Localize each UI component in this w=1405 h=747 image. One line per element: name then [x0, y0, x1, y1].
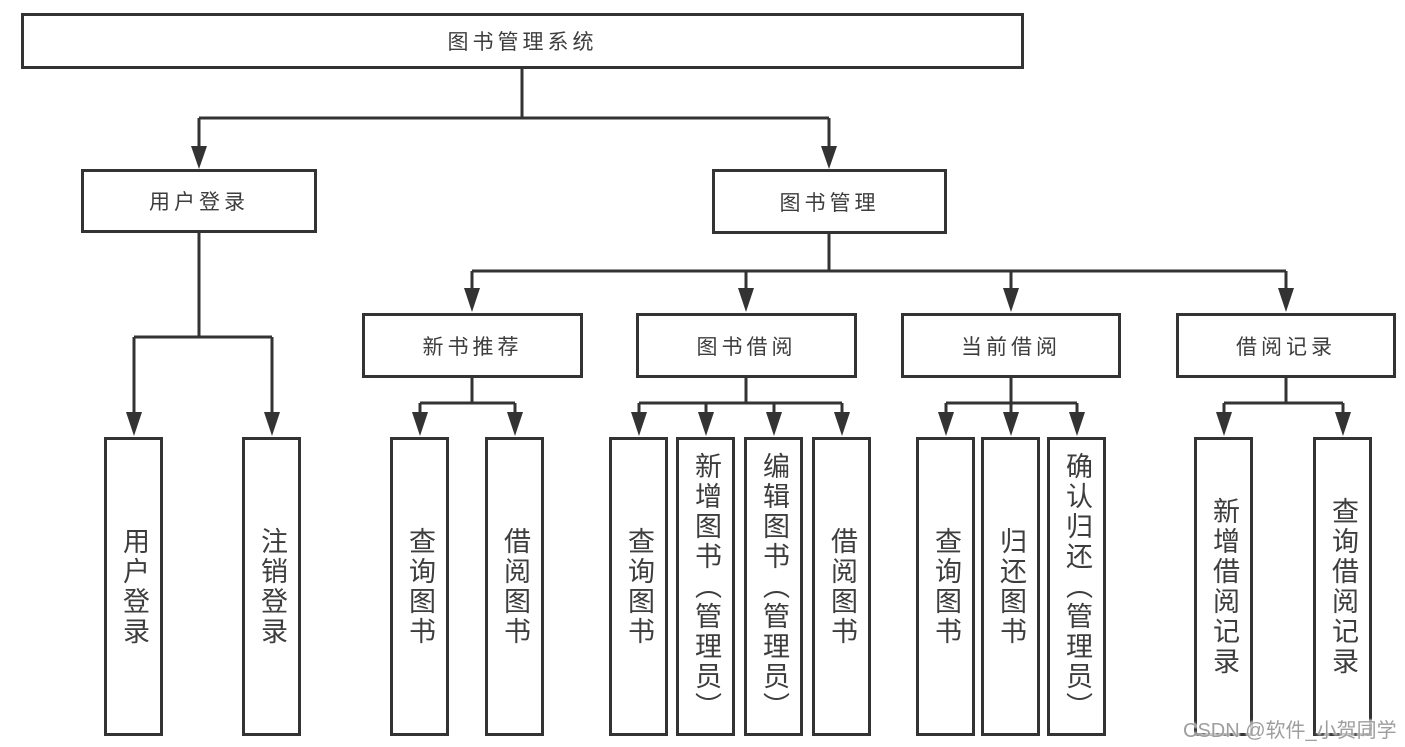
leaf-borrow-borrow-books: 借阅图书 [812, 437, 871, 736]
connector-current-borrow-branch [938, 378, 1085, 436]
node-book-borrow-label: 图书借阅 [696, 335, 797, 359]
csdn-watermark: CSDN @软件_小贺同学 [1183, 720, 1397, 742]
leaf-borrow-add-books-admin: 新增图书（管理员） [676, 437, 735, 736]
node-user-login-label: 用户登录 [149, 191, 249, 214]
leaf-record-add-record: 新增借阅记录 [1194, 437, 1253, 736]
node-book-mgmt-label: 图书管理 [779, 191, 880, 215]
leaf-logout: 注销登录 [242, 437, 301, 736]
node-root-system: 图书管理系统 [21, 13, 1024, 69]
leaf-record-query-record: 查询借阅记录 [1313, 437, 1372, 736]
leaf-rec-borrow-books: 借阅图书 [485, 437, 544, 736]
node-new-book-rec-label: 新书推荐 [422, 335, 523, 359]
leaf-borrow-edit-books-admin: 编辑图书（管理员） [744, 437, 803, 736]
node-borrow-record-label: 借阅记录 [1236, 335, 1336, 359]
node-book-borrow: 图书借阅 [636, 313, 857, 378]
connector-book-mgmt-branch [464, 234, 1294, 312]
connector-user-login-branch [126, 233, 280, 436]
node-new-book-rec: 新书推荐 [362, 313, 583, 378]
node-current-borrow: 当前借阅 [901, 313, 1121, 378]
connector-borrow-record-branch [1216, 378, 1351, 436]
node-borrow-record: 借阅记录 [1176, 313, 1396, 378]
leaf-rec-query-books: 查询图书 [390, 437, 449, 736]
node-book-mgmt: 图书管理 [712, 169, 947, 234]
connector-root-to-level1 [191, 69, 837, 169]
leaf-current-confirm-return-admin: 确认归还（管理员） [1047, 437, 1106, 736]
node-user-login: 用户登录 [81, 169, 317, 233]
leaf-current-return-books: 归还图书 [981, 437, 1040, 736]
connector-book-borrow-branch [631, 378, 850, 436]
leaf-user-login: 用户登录 [104, 437, 163, 736]
node-current-borrow-label: 当前借阅 [961, 335, 1061, 359]
leaf-current-query-books: 查询图书 [916, 437, 975, 736]
connector-new-book-rec-branch [412, 378, 523, 436]
node-root-label: 图书管理系统 [447, 31, 598, 54]
leaf-borrow-query-books: 查询图书 [609, 437, 668, 736]
